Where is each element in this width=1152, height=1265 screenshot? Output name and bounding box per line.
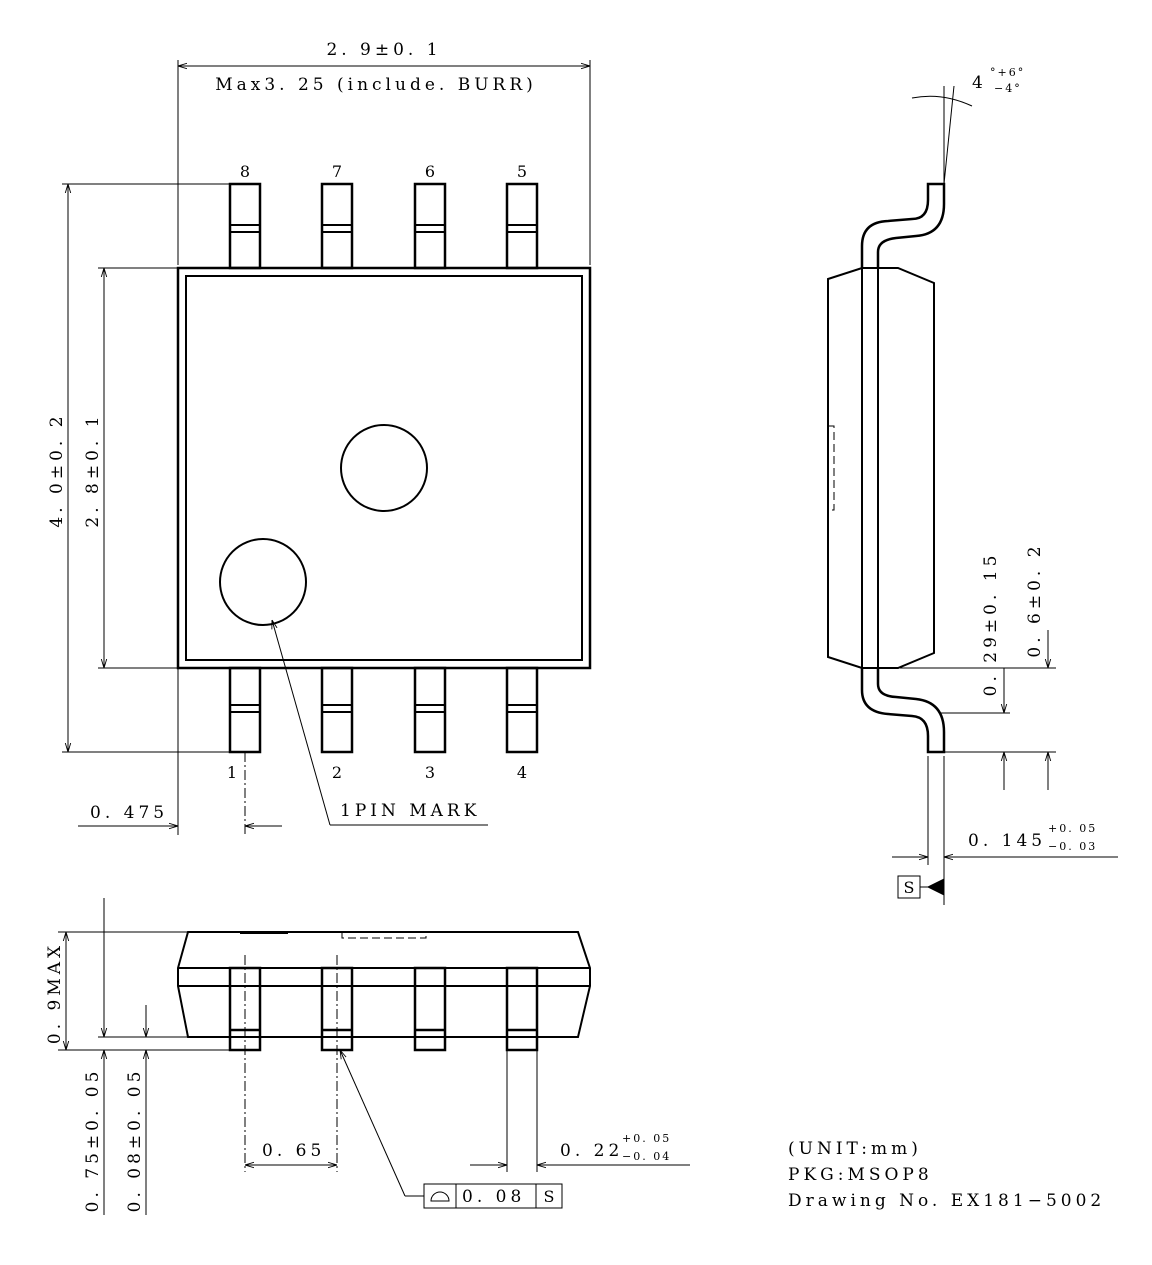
lead-width-sub: −0. 04 <box>622 1150 671 1163</box>
pin-label-8: 8 <box>240 162 250 181</box>
lead-thickness-sub: −0. 03 <box>1048 840 1097 853</box>
front-view: 0. 9MAX 0. 75±0. 05 0. 08±0. 05 0. 65 0.… <box>45 898 690 1215</box>
body-thickness-dim-label: 0. 75±0. 05 <box>83 1068 103 1213</box>
standoff-dim-label: 0. 29±0. 15 <box>981 552 1001 697</box>
pin-label-3: 3 <box>425 763 435 782</box>
datum-s-label: S <box>904 878 915 897</box>
pin1-mark-label: 1PIN MARK <box>340 801 480 821</box>
lead-width-sup: +0. 05 <box>622 1132 671 1145</box>
front-standoff-dim-label: 0. 08±0. 05 <box>125 1068 145 1213</box>
height-max-dim-label: 0. 9MAX <box>45 942 65 1044</box>
flatness-datum-label: S <box>544 1187 555 1206</box>
width-dim-label: 2. 9±0. 1 <box>326 40 441 60</box>
lead-angle-sup: °+6° <box>990 66 1025 79</box>
drawing-notes: (UNIT:mm) PKG:MSOP8 Drawing No. EX181−50… <box>788 1139 1105 1211</box>
tolerance-frame <box>423 1183 563 1209</box>
max-width-label: Max3. 25 (include. BURR) <box>215 75 537 95</box>
lead-width-label: 0. 22 <box>560 1141 623 1161</box>
pin1-mark <box>219 538 307 626</box>
lead-length-dim-label: 0. 6±0. 2 <box>1025 542 1045 657</box>
package-note: PKG:MSOP8 <box>788 1165 933 1185</box>
flatness-value-label: 0. 08 <box>462 1187 525 1207</box>
datum-triangle-icon <box>926 878 945 896</box>
lead-thickness-label: 0. 145 <box>968 831 1046 851</box>
pin-label-5: 5 <box>517 162 527 181</box>
lead-angle-label: 4 <box>972 73 987 93</box>
lead-thickness-sup: +0. 05 <box>1048 822 1097 835</box>
height-body-dim-label: 2. 8±0. 1 <box>83 412 103 527</box>
pin-label-6: 6 <box>425 162 435 181</box>
unit-note: (UNIT:mm) <box>788 1139 922 1159</box>
height-outer-dim-label: 4. 0±0. 2 <box>47 412 67 527</box>
pin-label-7: 7 <box>332 162 342 181</box>
profile-tolerance-icon <box>430 1191 450 1202</box>
lead-angle-sub: −4° <box>994 82 1022 95</box>
side-view: 4 °+6° −4° 0. 29±0. 15 0. 6±0. 2 0. 145 … <box>827 66 1118 905</box>
pitch-dim-label: 0. 65 <box>262 1141 325 1161</box>
ejector-mark <box>340 424 428 512</box>
pin-label-2: 2 <box>332 763 342 782</box>
pin-label-1: 1 <box>227 763 237 782</box>
drawing-number-note: Drawing No. EX181−5002 <box>788 1191 1105 1211</box>
top-view: 2. 9±0. 1 Max3. 25 (include. BURR) <box>47 40 592 835</box>
pin1-offset-dim-label: 0. 475 <box>90 803 168 823</box>
package-body <box>176 266 592 670</box>
pin-label-4: 4 <box>517 763 527 782</box>
